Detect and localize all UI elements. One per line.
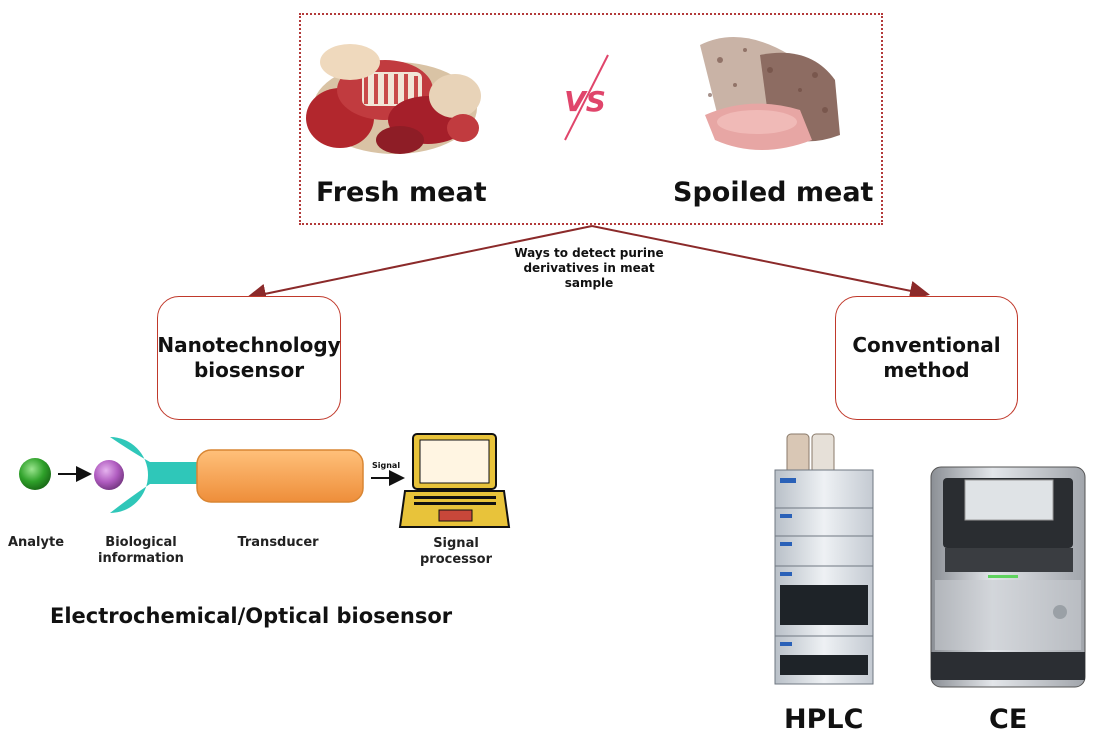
vs-text: VS [564,85,606,118]
detection-note: Ways to detect purine derivatives in mea… [514,246,664,290]
analyte-label: Analyte [7,535,65,550]
nanotechnology-biosensor-box: Nanotechnology biosensor [157,296,341,420]
conventional-method-box: Conventional method [835,296,1018,420]
spoiled-meat-image [700,37,840,150]
branch-arrows [246,225,930,304]
ce-label: CE [989,704,1028,735]
bioreceptor-shape [110,437,203,513]
vs-mark: VS [564,54,609,141]
nanotechnology-biosensor-label: Nanotechnology biosensor [157,333,341,382]
conventional-method-label: Conventional method [852,333,1001,382]
biosensor-schematic [19,433,511,528]
ce-instrument-image [930,466,1086,688]
transducer-block [196,449,364,503]
laptop-icon [398,433,511,528]
biosensor-caption: Electrochemical/Optical biosensor [50,604,453,628]
analyte-sphere [19,458,51,490]
bio-sphere [94,460,124,490]
hplc-label: HPLC [784,704,864,735]
hplc-instrument-image [774,433,874,685]
biological-information-label: Biological information [98,535,184,566]
transducer-label: Transducer [237,535,319,550]
signal-processor-label: Signal processor [420,536,492,567]
meat-comparison-box [299,13,883,225]
fresh-meat-image [306,44,481,154]
fresh-meat-label: Fresh meat [316,177,487,208]
spoiled-meat-label: Spoiled meat [673,177,874,208]
signal-arrow-label: Signal [372,461,401,470]
